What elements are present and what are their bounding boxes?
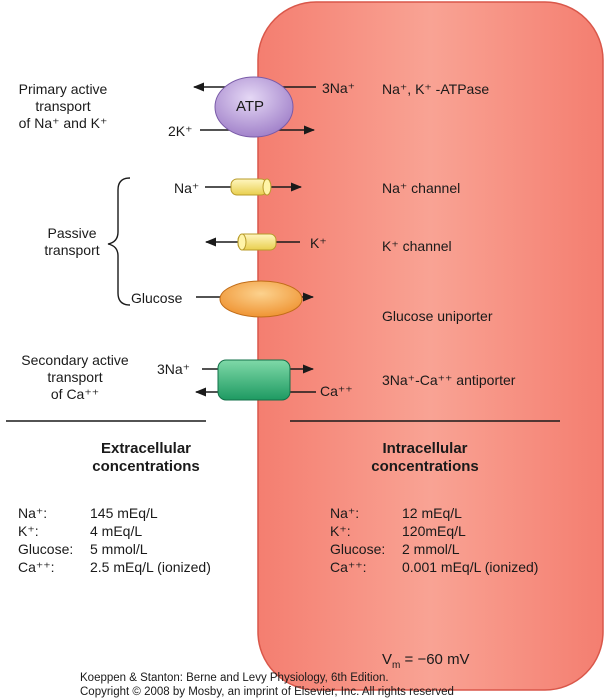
intracellular-title: Intracellular concentrations	[371, 440, 479, 475]
intracellular-row: Na⁺:12 mEq/L	[330, 505, 462, 521]
extracellular-row: K⁺:4 mEq/L	[18, 523, 143, 539]
intracellular-row: K⁺:120mEq/L	[330, 523, 466, 539]
primary-transport-label: Primary active transport of Na⁺ and K⁺	[18, 81, 108, 131]
intracellular-table: Na⁺:12 mEq/L K⁺:120mEq/L Glucose:2 mmol/…	[330, 504, 538, 576]
antiporter-name: 3Na⁺-Ca⁺⁺ antiporter	[382, 372, 516, 388]
na-channel-name: Na⁺ channel	[382, 180, 461, 196]
membrane-potential: Vm = −60 mV	[382, 651, 470, 672]
atpase-pump	[214, 76, 294, 138]
atpase-name: Na⁺, K⁺ -ATPase	[382, 81, 490, 97]
extracellular-row: Na⁺:145 mEq/L	[18, 505, 158, 521]
k-channel-ion: K⁺	[310, 235, 327, 251]
extracellular-title: Extracellular concentrations	[92, 440, 200, 475]
secondary-transport-label: Secondary active transport of Ca⁺⁺	[21, 352, 129, 402]
credit-line: Koeppen & Stanton: Berne and Levy Physio…	[80, 672, 454, 698]
extracellular-row: Ca⁺⁺:2.5 mEq/L (ionized)	[18, 559, 211, 575]
glucose-uniporter	[219, 280, 303, 318]
intracellular-row: Glucose:2 mmol/L	[330, 541, 460, 557]
glucose-ion: Glucose	[131, 290, 183, 306]
atp-label: ATP	[236, 98, 265, 115]
extracellular-table: Na⁺:145 mEq/L K⁺:4 mEq/L Glucose:5 mmol/…	[18, 504, 211, 576]
extracellular-row: Glucose:5 mmol/L	[18, 541, 148, 557]
cell-body	[257, 1, 604, 691]
passive-bracket	[107, 177, 131, 306]
atpase-k-ion: 2K⁺	[168, 123, 193, 139]
intracellular-row: Ca⁺⁺:0.001 mEq/L (ionized)	[330, 559, 539, 575]
passive-transport-label: Passive transport	[44, 225, 100, 258]
antiporter-na-ion: 3Na⁺	[157, 361, 191, 377]
atpase-na-ion: 3Na⁺	[322, 80, 356, 96]
glucose-uniporter-name: Glucose uniporter	[382, 308, 493, 324]
antiporter-ca-ion: Ca⁺⁺	[320, 383, 353, 399]
na-channel-ion: Na⁺	[174, 180, 200, 196]
antiporter	[217, 359, 291, 401]
k-channel-name: K⁺ channel	[382, 238, 452, 254]
na-channel	[230, 178, 268, 196]
